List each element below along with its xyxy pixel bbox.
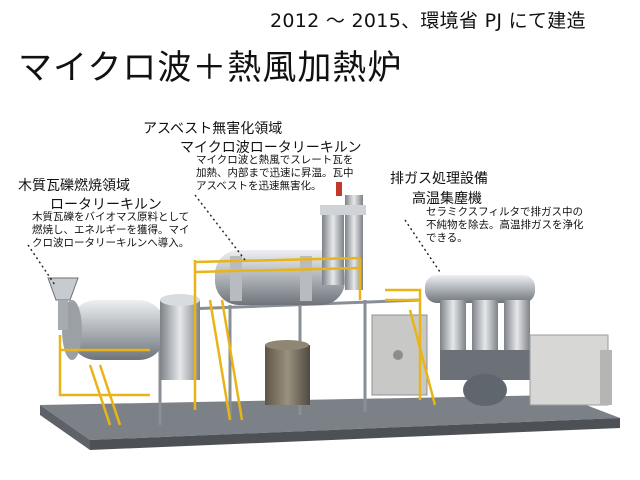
description-line: アスベストを迅速無害化。 xyxy=(196,180,322,192)
microwave-kiln-description: マイクロ波と熱風でスレート瓦を 加熱、内部まで迅速に昇温。瓦中 アスベストを迅速… xyxy=(196,154,354,193)
description-line: セラミクスフィルタで排ガス中の xyxy=(426,206,583,218)
exhaust-equipment-heading: 排ガス処理設備 xyxy=(390,171,488,187)
furnace-equipment-photo xyxy=(40,182,620,450)
wood-area-heading: 木質瓦礫燃焼領域 xyxy=(18,178,130,194)
page-title: マイクロ波＋熱風加熱炉 xyxy=(18,48,403,88)
dust-collector-description: セラミクスフィルタで排ガス中の 不純物を除去。高温排ガスを浄化 できる。 xyxy=(426,206,584,245)
rotary-kiln-name: ロータリーキルン xyxy=(50,197,162,213)
description-line: 木質瓦礫をバイオマス原料として xyxy=(32,211,190,223)
description-line: 燃焼し、エネルギーを獲得。マイ xyxy=(32,224,190,236)
description-line: できる。 xyxy=(426,232,468,244)
description-line: 不純物を除去。高温排ガスを浄化 xyxy=(426,219,584,231)
header-subtitle: 2012 ～ 2015、環境省 PJ にて建造 xyxy=(270,10,586,32)
microwave-kiln-name: マイクロ波ロータリーキルン xyxy=(180,140,362,156)
description-line: マイクロ波と熱風でスレート瓦を xyxy=(196,154,354,166)
description-line: クロ波ロータリーキルンへ導入。 xyxy=(32,237,190,249)
asbestos-area-heading: アスベスト無害化領域 xyxy=(143,121,283,137)
description-line: 加熱、内部まで迅速に昇温。瓦中 xyxy=(196,167,354,179)
rotary-kiln-description: 木質瓦礫をバイオマス原料として 燃焼し、エネルギーを獲得。マイ クロ波ロータリー… xyxy=(32,211,190,250)
dust-collector-name: 高温集塵機 xyxy=(412,191,482,207)
